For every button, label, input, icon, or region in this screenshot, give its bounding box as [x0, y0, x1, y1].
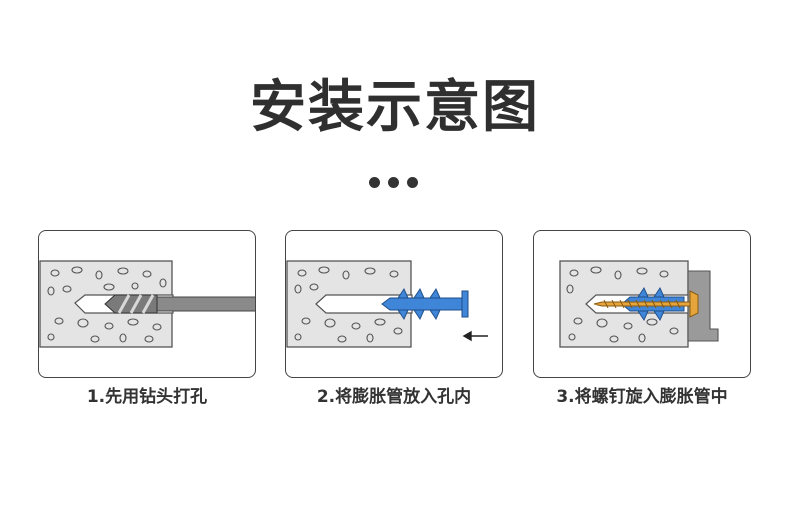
- drill-shank: [148, 296, 255, 312]
- screw-illustration: [559, 260, 719, 348]
- anchor-barbs: [637, 286, 665, 322]
- anchor-collar: [461, 290, 469, 318]
- page-title: 安装示意图: [250, 75, 540, 140]
- screw-shaft: [593, 301, 691, 307]
- anchor-illustration: [286, 260, 488, 348]
- concrete-pebbles: [566, 266, 679, 343]
- drill-flutes: [117, 294, 155, 314]
- concrete-pebbles: [47, 266, 167, 343]
- step-3-caption: 3.将螺钉旋入膨胀管中: [556, 387, 728, 407]
- step-2-panel: [285, 230, 503, 378]
- dot-icon: [407, 177, 418, 188]
- plastic-anchor: [381, 297, 463, 311]
- dot-icon: [369, 177, 380, 188]
- push-arrow: [462, 330, 488, 342]
- separator-dots: [369, 177, 423, 191]
- dot-icon: [388, 177, 399, 188]
- screw-threads: [603, 299, 681, 309]
- screw-head: [689, 290, 699, 318]
- step-1-caption: 1.先用钻头打孔: [86, 387, 208, 407]
- metal-bracket: [687, 270, 719, 342]
- concrete-pebbles: [294, 266, 403, 343]
- anchor-barbs: [397, 287, 441, 321]
- drill-illustration: [39, 260, 255, 348]
- step-3-panel: [533, 230, 751, 378]
- step-1-panel: [38, 230, 256, 378]
- step-2-caption: 2.将膨胀管放入孔内: [316, 387, 472, 407]
